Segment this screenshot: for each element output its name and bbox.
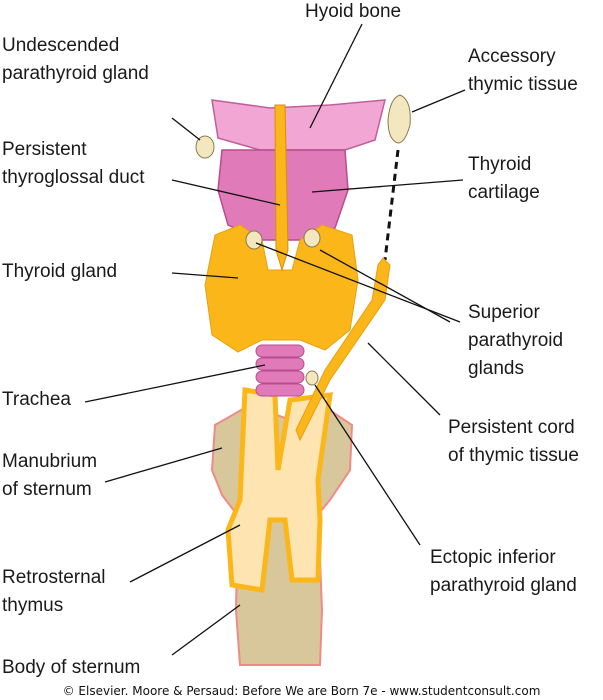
- retrosternal-thymus: [225, 387, 333, 593]
- label-superior-parathyroid: Superior parathyroid glands: [468, 299, 563, 383]
- label-line: parathyroid: [468, 330, 564, 351]
- trachea: [255, 344, 305, 397]
- label-line: thymic tissue: [468, 74, 578, 95]
- label-line: Thyroid gland: [2, 261, 118, 282]
- persistent-cord-thymic: [295, 257, 391, 442]
- leader-lines: [84, 23, 466, 656]
- label-thyroglossal-duct: Persistent thyroglossal duct: [2, 136, 145, 192]
- thyroid-gland: [204, 224, 359, 353]
- label-line: Ectopic inferior: [430, 547, 556, 568]
- hyoid-bone: [211, 99, 386, 151]
- label-line: Manubrium: [2, 451, 98, 472]
- label-ectopic-parathyroid: Ectopic inferior parathyroid gland: [430, 544, 577, 600]
- label-retrosternal-thymus: Retrosternal thymus: [2, 564, 106, 620]
- label-line: of thymic tissue: [448, 445, 579, 466]
- label-line: thyroglossal duct: [2, 167, 145, 188]
- label-thyroid-gland: Thyroid gland: [2, 258, 117, 286]
- label-line: Body of sternum: [2, 657, 141, 678]
- label-manubrium: Manubrium of sternum: [2, 448, 97, 504]
- thyroglossal-duct: [274, 104, 289, 272]
- label-thyroid-cartilage: Thyroid cartilage: [468, 151, 540, 207]
- label-line: parathyroid gland: [430, 575, 577, 596]
- label-undescended-parathyroid: Undescended parathyroid gland: [2, 32, 149, 88]
- label-line: cartilage: [468, 182, 540, 203]
- label-line: of sternum: [2, 479, 92, 500]
- label-line: Thyroid: [468, 154, 532, 175]
- label-line: Hyoid bone: [305, 1, 402, 22]
- label-accessory-thymic: Accessory thymic tissue: [468, 43, 578, 99]
- label-line: Persistent: [2, 139, 87, 160]
- copyright-footer: © Elsevier. Moore & Persaud: Before We a…: [62, 684, 541, 698]
- label-line: thymus: [2, 595, 64, 616]
- label-line: Retrosternal: [2, 567, 106, 588]
- label-body-sternum: Body of sternum: [2, 654, 140, 682]
- label-trachea: Trachea: [2, 386, 71, 414]
- label-line: parathyroid gland: [2, 63, 149, 84]
- label-line: Persistent cord: [448, 417, 575, 438]
- label-cord-thymic: Persistent cord of thymic tissue: [448, 414, 579, 470]
- label-line: Undescended: [2, 35, 120, 56]
- label-line: Accessory: [468, 46, 556, 67]
- label-line: Superior: [468, 302, 540, 323]
- label-hyoid-bone: Hyoid bone: [305, 0, 401, 26]
- label-line: Trachea: [2, 389, 71, 410]
- label-line: glands: [468, 358, 524, 379]
